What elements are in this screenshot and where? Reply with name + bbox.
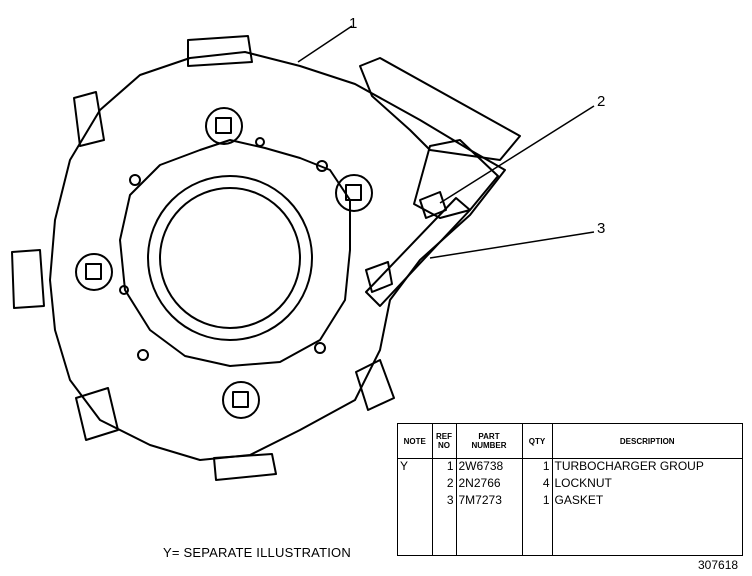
lug-left [11,249,45,309]
table-header-row: NOTE REF NO PART NUMBER QTY DESCRIPTION [398,424,742,459]
header-note: NOTE [398,424,433,459]
cell-ref-no: 1 [432,458,457,476]
cell-part-number: 2N2766 [456,476,523,493]
center-bore-inner [159,187,301,329]
cell-note: Y [398,458,433,476]
mounting-flange [119,139,351,367]
lug-top [187,35,253,67]
gasket-part [365,197,471,307]
header-description: DESCRIPTION [552,424,742,459]
outlet-arm [359,57,521,161]
cell-ref-no: 2 [432,476,457,493]
lug-bottom-left [75,387,119,441]
center-bore-outer [147,175,313,341]
table-row: Y 1 2W6738 1 TURBOCHARGER GROUP [398,458,742,476]
outlet-flange [413,139,499,219]
callout-1: 1 [349,15,358,32]
cell-ref-no: 3 [432,493,457,510]
cell-note [398,476,433,493]
bolt-boss-right [335,174,373,212]
cell-note [398,493,433,510]
bolt-boss-left [75,253,113,291]
locknut-upper [419,191,447,219]
table-filler-row [398,510,742,555]
table-row: 2 2N2766 4 LOCKNUT [398,476,742,493]
locknut-lower [365,261,393,293]
cell-qty: 1 [522,493,553,510]
header-part-number: PART NUMBER [456,424,523,459]
cell-description: LOCKNUT [554,476,612,490]
cell-qty: 1 [522,458,553,476]
table-row: 3 7M7273 1 GASKET [398,493,742,510]
callout-2: 2 [597,93,606,110]
lug-right-bottom [355,359,395,411]
cell-qty: 4 [522,476,553,493]
lug-left-upper [73,91,105,147]
bolt-boss-top [205,107,243,145]
leader-2 [439,105,595,204]
leader-1 [297,25,353,63]
bolt-boss-bottom [222,381,260,419]
figure-number: 307618 [698,558,739,572]
parts-list-table: NOTE REF NO PART NUMBER QTY DESCRIPTION … [397,423,743,556]
callout-3: 3 [597,220,606,237]
cell-description: GASKET [554,493,604,507]
footnote: Y= SEPARATE ILLUSTRATION [163,545,351,560]
cell-part-number: 2W6738 [456,458,523,476]
cell-description: TURBOCHARGER GROUP [554,459,704,473]
housing-outline [49,51,506,461]
lug-bottom [213,453,277,481]
leader-3 [429,231,595,259]
header-qty: QTY [522,424,553,459]
cell-part-number: 7M7273 [456,493,523,510]
header-ref-no: REF NO [432,424,457,459]
